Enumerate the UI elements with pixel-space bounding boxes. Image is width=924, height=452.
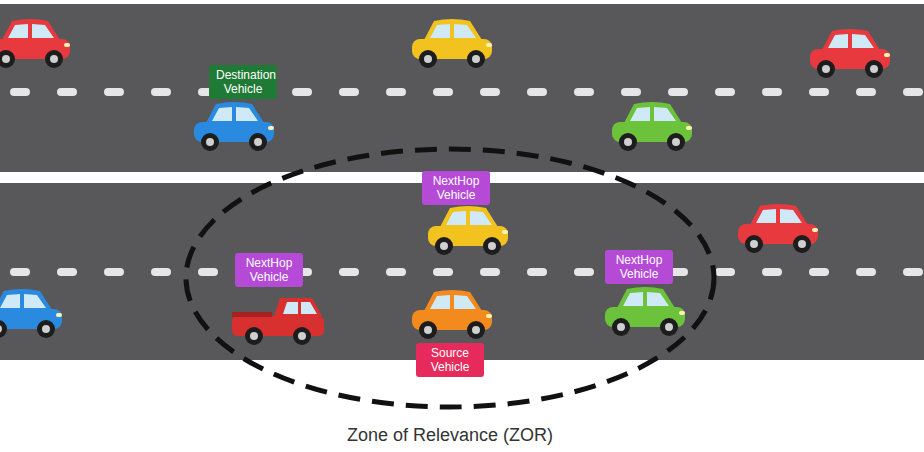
source-label: Source Vehicle [416,343,484,377]
lane-dash [198,268,218,276]
lane-dash [621,88,641,96]
vehicle-label: Source Vehicle [423,346,477,374]
lane-dash [809,88,829,96]
nexthop-label: NextHop Vehicle [605,250,673,284]
car [810,29,890,78]
vehicle-label: NextHop Vehicle [612,253,666,281]
lane-dash [715,88,735,96]
lane-dash [809,268,829,276]
car [0,289,62,338]
road-bottom [0,183,924,360]
lane-dash [903,88,923,96]
zone-ellipse [186,149,714,407]
destination-label: Destination Vehicle [209,65,277,99]
nexthop-label: NextHop Vehicle [235,253,303,287]
vehicle-label: Destination Vehicle [216,68,270,96]
lane-dash [386,88,406,96]
lane-dash [10,88,30,96]
vehicle-label: NextHop Vehicle [242,256,296,284]
lane-dash [480,268,500,276]
lane-dash [527,268,547,276]
zone-of-relevance: Zone of Relevance (ZOR)NextHop VehicleNe… [182,145,718,411]
car [412,290,492,339]
lane-dash [715,268,735,276]
car [428,206,508,255]
lane-dash [527,88,547,96]
lane-dash [104,88,124,96]
lane-dash [762,88,782,96]
lane-dash [856,88,876,96]
lane-dash [339,88,359,96]
car [412,19,492,68]
lane-dash [10,268,30,276]
lane-dash [386,268,406,276]
lane-dash [856,268,876,276]
pickup-truck [232,298,324,345]
lane-dash [339,268,359,276]
lane-dash [903,268,923,276]
car [194,102,274,151]
lane-dash [104,268,124,276]
zone-caption: Zone of Relevance (ZOR) [142,425,758,446]
car [612,102,692,151]
lane-markings [10,88,923,276]
lane-dash [480,88,500,96]
vehicles [0,19,890,345]
lane-dash [433,268,453,276]
lane-dash [151,88,171,96]
vehicle-label: NextHop Vehicle [429,174,483,202]
lane-dash [574,268,594,276]
lane-dash [151,268,171,276]
lane-dash [292,88,312,96]
nexthop-label: NextHop Vehicle [422,171,490,205]
lane-dash [57,88,77,96]
car [605,287,685,336]
lane-dash [762,268,782,276]
lane-dash [574,88,594,96]
car [0,19,70,68]
car [738,204,818,253]
lane-dash [433,88,453,96]
lane-dash [57,268,77,276]
lane-dash [668,88,688,96]
